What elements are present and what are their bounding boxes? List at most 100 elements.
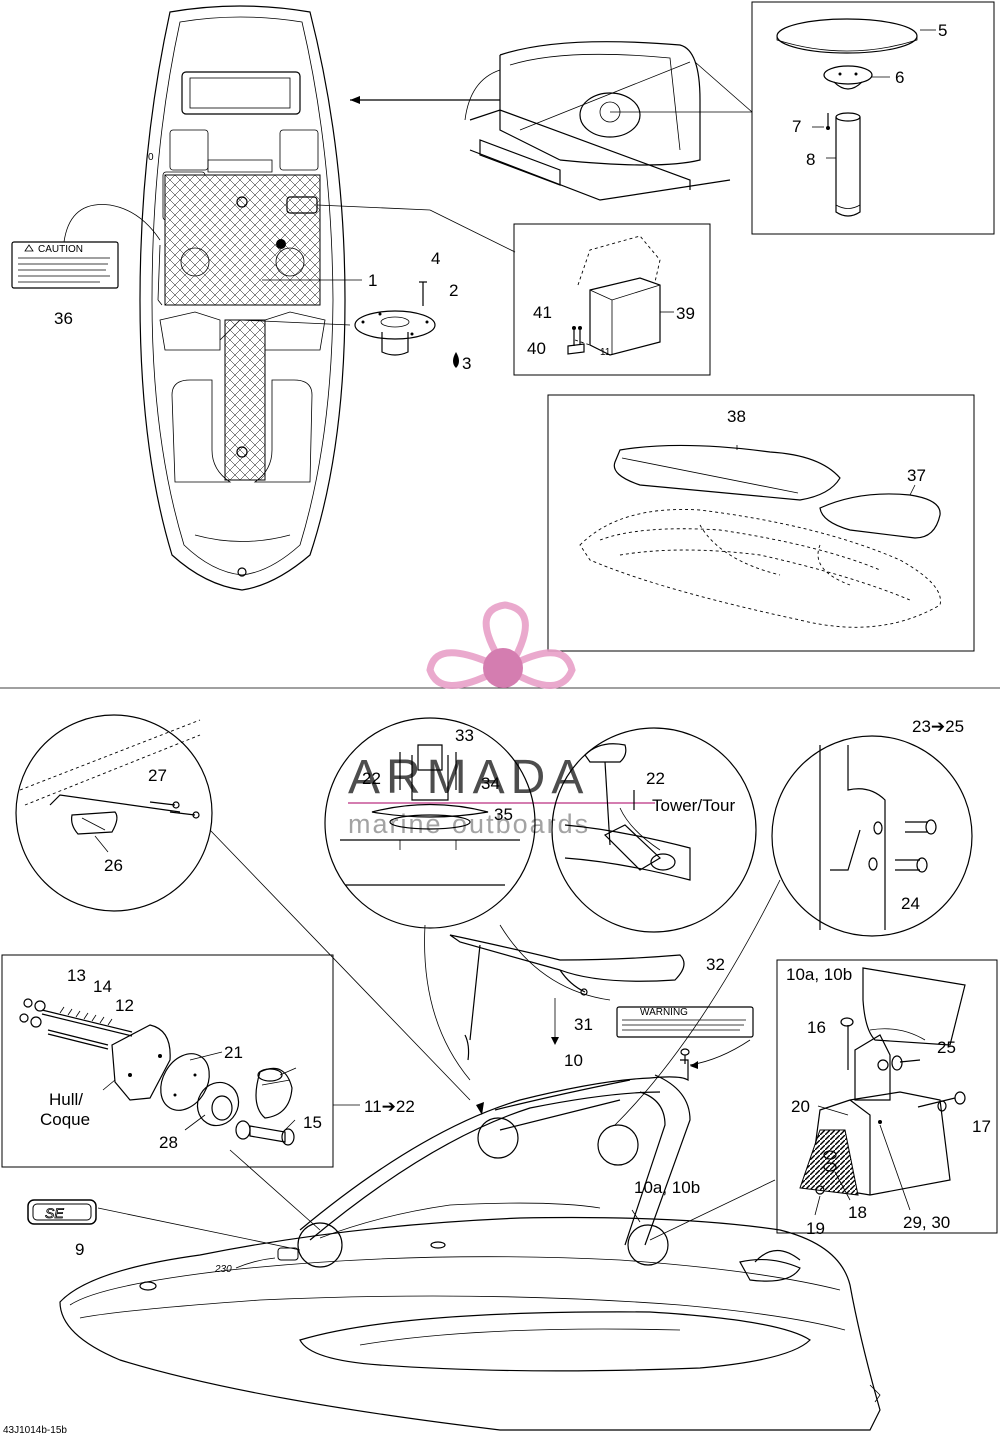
- detail-circle-23-25: [771, 735, 973, 937]
- callout-17: 17: [972, 1117, 991, 1136]
- callout-16: 16: [807, 1018, 826, 1037]
- caution-title: CAUTION: [38, 244, 83, 255]
- parts-box-16-30: [776, 959, 998, 1234]
- callout-31: 31: [574, 1015, 593, 1034]
- callout-ring-d: [627, 1224, 669, 1266]
- callout-23-25: 23➔25: [912, 717, 964, 736]
- callout-38: 38: [727, 407, 746, 426]
- hull-plate: [111, 1024, 171, 1101]
- bimini-32: [449, 934, 685, 1061]
- callout-28: 28: [159, 1133, 178, 1152]
- base-20: [799, 1091, 966, 1196]
- mount-10: [255, 1067, 293, 1119]
- cover-38: [613, 444, 841, 501]
- callout-22-left: 22: [362, 769, 381, 788]
- callout-39: 39: [676, 304, 695, 323]
- propeller-logo: [426, 601, 576, 689]
- gasket-21: [160, 1053, 210, 1111]
- callout-12: 12: [115, 996, 134, 1015]
- callout-ring-a: [477, 1117, 519, 1159]
- base-28: [196, 1081, 240, 1127]
- bolts-12: [19, 998, 133, 1050]
- callout-40: 40: [527, 339, 546, 358]
- armada-watermark: ARMADA marine outboards: [348, 601, 655, 839]
- drop-icon: [453, 352, 459, 368]
- tower-leg: [862, 967, 966, 1046]
- callout-32: 32: [706, 955, 725, 974]
- callout-27: 27: [148, 766, 167, 785]
- parts-box-39-41: [513, 223, 711, 376]
- callout-24: 24: [901, 894, 920, 913]
- cover-37: [819, 484, 941, 539]
- detail-circle-tower: [551, 727, 757, 933]
- callout-20: 20: [791, 1097, 810, 1116]
- callout-35: 35: [494, 805, 513, 824]
- callout-13: 13: [67, 966, 86, 985]
- callout-29-30: 29, 30: [903, 1213, 950, 1232]
- callout-3: 3: [462, 354, 471, 373]
- warning-label-31: WARNING: [616, 1006, 754, 1038]
- dotted-boat-outline: [579, 509, 941, 628]
- callout-15: 15: [303, 1113, 322, 1132]
- callout-34: 34: [481, 774, 500, 793]
- tower-10: [299, 1048, 691, 1246]
- deck-mat: [164, 174, 321, 481]
- tower-label: Tower/Tour: [652, 796, 735, 815]
- callout-4: 4: [431, 249, 440, 268]
- svg-text:0: 0: [148, 152, 154, 163]
- callout-41: 41: [533, 303, 552, 322]
- callout-7: 7: [792, 117, 801, 136]
- parts-box-5-8: [751, 1, 995, 235]
- callout-ring-b: [597, 1124, 639, 1166]
- boat-top-view: 0: [139, 5, 346, 591]
- watermark-brand: ARMADA: [348, 751, 589, 804]
- callout-2: 2: [449, 281, 458, 300]
- callout-6: 6: [895, 68, 904, 87]
- caution-label-36: CAUTION: [11, 204, 161, 289]
- callout-26: 26: [104, 856, 123, 875]
- callout-37: 37: [907, 466, 926, 485]
- callout-14: 14: [93, 977, 112, 996]
- callout-ring-c: [297, 1222, 343, 1268]
- boat-model-text: 230: [214, 1264, 232, 1275]
- parts-box-11-22: [1, 954, 334, 1168]
- hull-label-line2: Coque: [40, 1110, 90, 1129]
- hinge-bracket: [840, 1017, 921, 1101]
- callout-10-tower: 10: [564, 1051, 583, 1070]
- warning-title: WARNING: [640, 1007, 688, 1018]
- bin-39: 11: [574, 235, 661, 358]
- svg-text:11: 11: [600, 347, 611, 358]
- callout-1: 1: [368, 271, 377, 290]
- screw-7: [826, 113, 830, 130]
- callout-25: 25: [937, 1038, 956, 1057]
- callout-36: 36: [54, 309, 73, 328]
- callout-11-22: 11➔22: [364, 1097, 415, 1116]
- callout-19: 19: [806, 1219, 825, 1238]
- se-badge-text: SE: [45, 1205, 64, 1221]
- callout-8: 8: [806, 150, 815, 169]
- callout-10ab-box: 10a, 10b: [786, 965, 852, 984]
- detail-circle-33-35: [324, 717, 536, 929]
- callout-21: 21: [224, 1043, 243, 1062]
- detail-circle-26-27: [15, 714, 213, 912]
- callout-22-right: 22: [646, 769, 665, 788]
- boat-side-view: 230: [59, 1202, 881, 1431]
- deck-plate-2: [354, 310, 436, 356]
- callout-33: 33: [455, 726, 474, 745]
- table-top-5: [776, 18, 918, 54]
- parts-box-37-38: [547, 394, 975, 652]
- hull-label-line1: Hull/: [49, 1090, 83, 1109]
- post-8: [835, 112, 861, 217]
- callout-9: 9: [75, 1240, 84, 1259]
- glovebox-view: [464, 41, 753, 201]
- callout-10ab: 10a, 10b: [634, 1178, 700, 1197]
- bracket-40: [567, 326, 585, 355]
- callout-5: 5: [938, 21, 947, 40]
- callout-18: 18: [848, 1203, 867, 1222]
- screw-4: [419, 281, 427, 306]
- se-badge-9: SE: [27, 1199, 97, 1225]
- callout-labels: 1 2 3 4 5 6 7 8 9 10 10a, 10b 10a, 10b 1…: [54, 21, 991, 1259]
- diagram-code: 43J1014b-15b: [3, 1425, 67, 1436]
- table-base-6: [823, 65, 873, 90]
